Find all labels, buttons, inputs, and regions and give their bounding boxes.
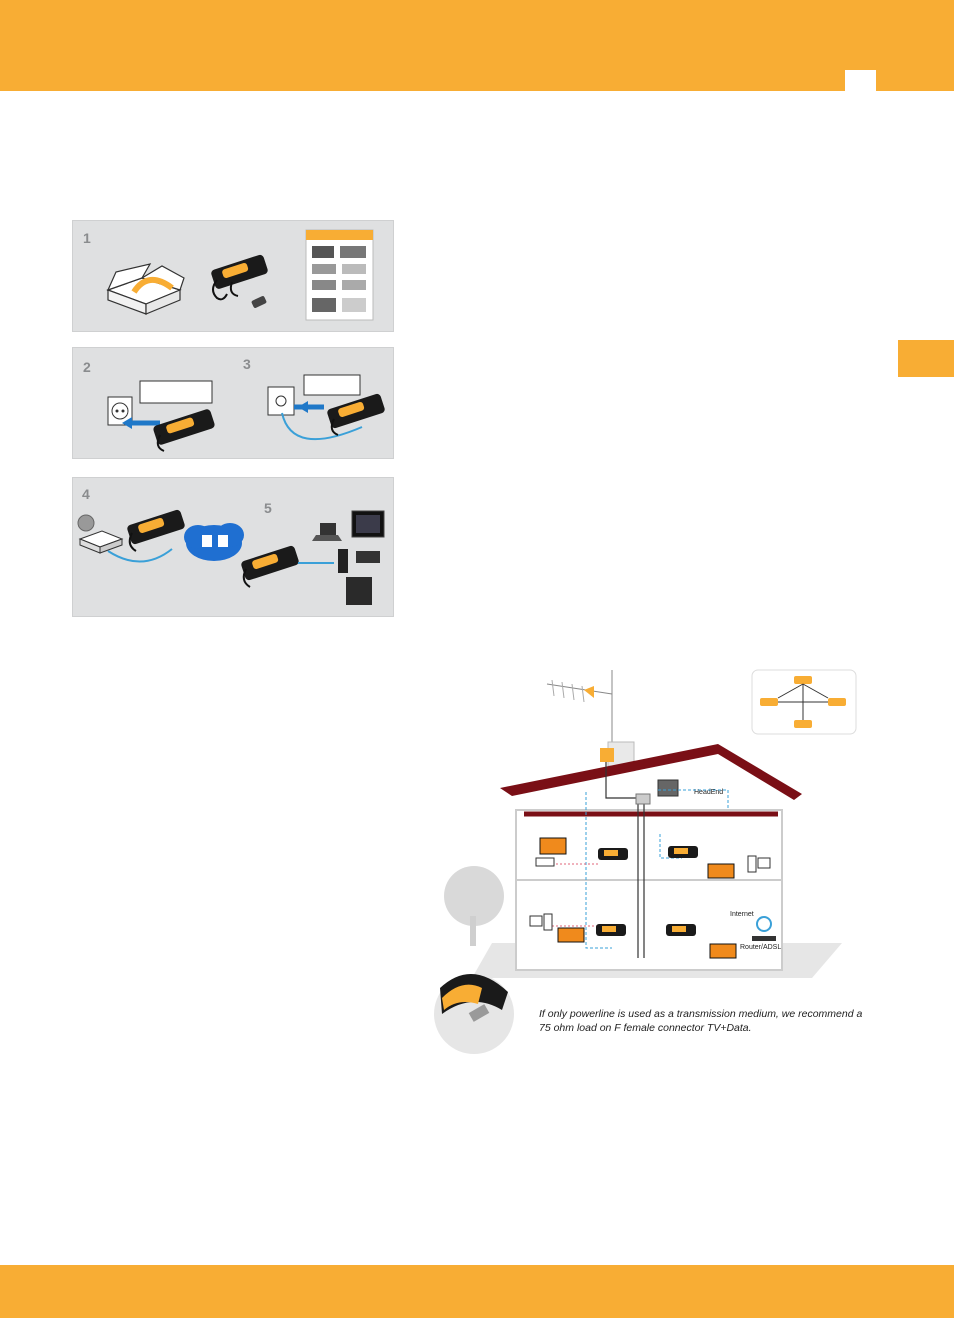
step-panel-2-3: 2 3 [72,347,394,459]
note-line-1: If only powerline is used as a transmiss… [539,1008,863,1020]
headend-icon [657,779,679,797]
f-connector-load [468,1004,490,1022]
powerline-device-icon [127,509,185,552]
coax-cable [281,412,363,441]
recommendation-note: If only powerline is used as a transmiss… [539,1007,879,1035]
pc-tower-icon [543,913,553,931]
network-illustration [77,509,385,605]
ethernet-cable [107,548,173,563]
powerline-device-icon [211,254,268,308]
splitter-icon [635,793,651,805]
connector-zoom-circle [434,973,514,1054]
device-label-card [303,374,361,396]
powerline-device-icon [327,393,385,436]
step-number-3: 3 [243,356,251,372]
step-number-2: 2 [83,359,91,375]
step-number-5: 5 [264,500,272,516]
pc-tower-icon [747,855,757,873]
page-number-box [845,70,876,91]
powerline-device-icon [153,409,215,452]
tv-icon [351,510,385,538]
cloud-icon [184,523,244,561]
monitor-icon [757,857,771,869]
antenna-icon [546,670,613,748]
speaker-icon [338,549,348,573]
router-label: Router/ADSL [740,944,781,951]
laptop-icon [312,523,342,541]
tv-icon [539,837,567,855]
plugging-illustration [107,374,385,452]
monitor-icon [529,915,543,927]
section-tab [898,340,954,377]
tree-icon [444,866,504,946]
house-walls [515,809,783,971]
tv-icon [557,927,585,943]
step-panel-4-5: 4 5 [72,477,394,617]
footer-bar [0,1265,954,1318]
cd-icon [77,514,95,532]
headend-label: HeadEnd [694,789,723,796]
header-bar [0,0,954,91]
printer-icon [535,857,555,867]
roof [500,744,802,800]
legend-inset [751,669,857,735]
powerline-device-icon [241,545,299,588]
manual-booklet-icon [305,229,374,321]
device-label-card [139,380,213,404]
note-line-2: 75 ohm load on F female connector TV+Dat… [539,1022,752,1034]
router-icon [752,936,776,941]
set-top-box-icon [356,551,380,563]
step-panel-1: 1 [72,220,394,332]
tv-icon [709,943,737,959]
tv-icon [707,863,735,879]
amplifier-icon [600,748,614,762]
step-number-4: 4 [82,486,90,502]
box-icon [106,263,185,315]
unboxing-illustration [106,229,374,321]
step-number-1: 1 [83,230,91,246]
internet-globe-icon [756,916,772,932]
internet-label: Internet [730,911,754,918]
router-icon [77,514,124,554]
house-network-diagram: HeadEnd Internet Router/ADSL [432,658,872,1058]
nas-icon [346,577,372,605]
coax-socket-icon [267,386,295,416]
